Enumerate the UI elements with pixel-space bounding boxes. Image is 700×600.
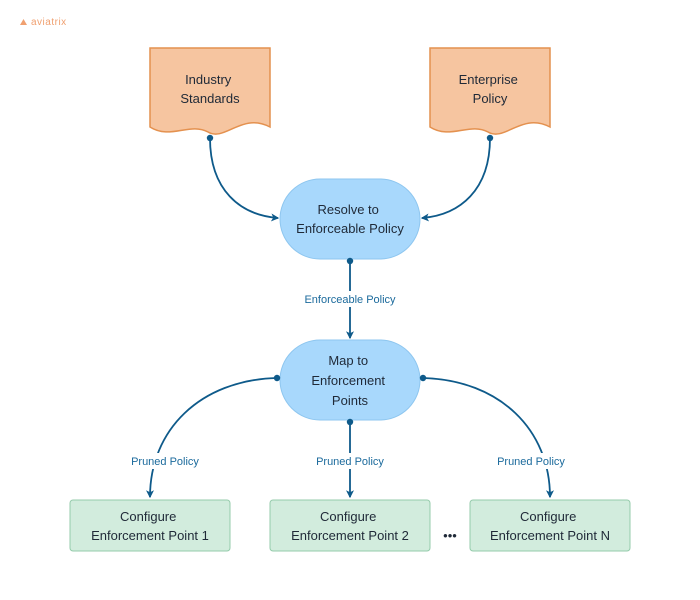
- map-enforcement-line-3: Points: [332, 393, 369, 408]
- process-shape: [279, 178, 421, 260]
- aviatrix-logo: aviatrix: [20, 17, 67, 28]
- configure-point-2-node: Configure Enforcement Point 2: [269, 499, 431, 552]
- configure-point-n-node: Configure Enforcement Point N: [469, 499, 631, 552]
- industry-standards-line-2: Standards: [180, 91, 240, 106]
- configure-point-2-label: Configure Enforcement Point 2: [291, 509, 409, 543]
- industry-standards-label: Industry Standards: [180, 72, 240, 106]
- document-shape: [149, 47, 271, 135]
- map-enforcement-line-1: Map to: [328, 353, 368, 368]
- resolve-policy-node: Resolve to Enforceable Policy: [279, 178, 421, 260]
- enterprise-policy-line-2: Policy: [473, 91, 508, 106]
- configure-point-2-line-1: Configure: [320, 509, 376, 524]
- configure-point-n-line-1: Configure: [520, 509, 576, 524]
- enterprise-policy-line-1: Enterprise: [459, 72, 518, 87]
- resolve-policy-label: Resolve to Enforceable Policy: [296, 202, 404, 236]
- resolve-policy-line-1: Resolve to: [317, 202, 378, 217]
- connector-industry-to-resolve: [206, 134, 280, 222]
- industry-standards-node: Industry Standards: [149, 47, 271, 135]
- configure-point-2-line-2: Enforcement Point 2: [291, 528, 409, 543]
- logo-text: aviatrix: [31, 17, 67, 28]
- configure-point-1-label: Configure Enforcement Point 1: [91, 509, 209, 543]
- box-shape: [469, 499, 631, 552]
- enterprise-policy-label: Enterprise Policy: [459, 72, 522, 106]
- configure-point-n-label: Configure Enforcement Point N: [490, 509, 610, 543]
- connector-enterprise-to-resolve: [420, 134, 494, 222]
- logo-mark-icon: [20, 19, 27, 25]
- connector-map-to-point-2: Pruned Policy: [312, 418, 388, 499]
- box-shape: [69, 499, 231, 552]
- edge-label-pruned-policy-center: Pruned Policy: [316, 456, 384, 468]
- box-shape: [269, 499, 431, 552]
- connector-map-to-point-n: Pruned Policy: [419, 374, 569, 499]
- ellipsis-indicator: •••: [443, 528, 457, 543]
- edge-label-pruned-policy-right: Pruned Policy: [497, 456, 565, 468]
- map-enforcement-label: Map to Enforcement Points: [311, 353, 388, 408]
- connector-map-to-point-1: Pruned Policy: [128, 374, 281, 499]
- configure-point-1-line-2: Enforcement Point 1: [91, 528, 209, 543]
- configure-point-1-node: Configure Enforcement Point 1: [69, 499, 231, 552]
- edge-label-enforceable-policy: Enforceable Policy: [304, 294, 396, 306]
- industry-standards-line-1: Industry: [185, 72, 232, 87]
- enterprise-policy-node: Enterprise Policy: [429, 47, 551, 135]
- configure-point-1-line-1: Configure: [120, 509, 176, 524]
- map-enforcement-node: Map to Enforcement Points: [279, 339, 421, 421]
- document-shape: [429, 47, 551, 135]
- resolve-policy-line-2: Enforceable Policy: [296, 221, 404, 236]
- configure-point-n-line-2: Enforcement Point N: [490, 528, 610, 543]
- connector-resolve-to-map: Enforceable Policy: [300, 257, 400, 340]
- map-enforcement-line-2: Enforcement: [311, 373, 385, 388]
- edge-label-pruned-policy-left: Pruned Policy: [131, 456, 199, 468]
